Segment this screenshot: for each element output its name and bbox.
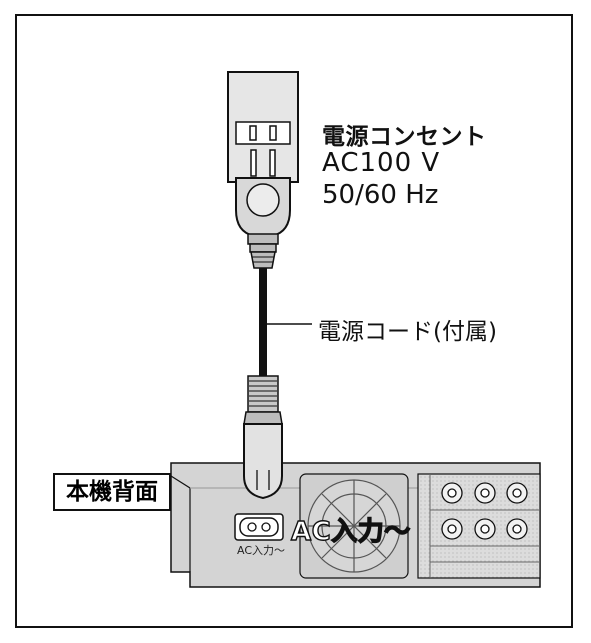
ac-plug [235, 149, 291, 269]
power-cord [259, 268, 312, 376]
wall-outlet [227, 71, 299, 183]
outlet-frequency: 50/60 Hz [322, 180, 439, 210]
power-cord-label: 電源コード(付属) [318, 319, 497, 345]
outlet-title: 電源コンセント [322, 124, 487, 150]
ac-input-small-label: AC入力〜 [237, 544, 286, 557]
iec-connector [243, 375, 283, 500]
rca-jacks [441, 482, 528, 540]
outlet-voltage: AC100 V [322, 148, 441, 178]
ac-input-callout: AC入力〜 [290, 516, 411, 547]
rear-panel-label: 本機背面 [53, 473, 171, 511]
diagram-frame [15, 14, 573, 628]
